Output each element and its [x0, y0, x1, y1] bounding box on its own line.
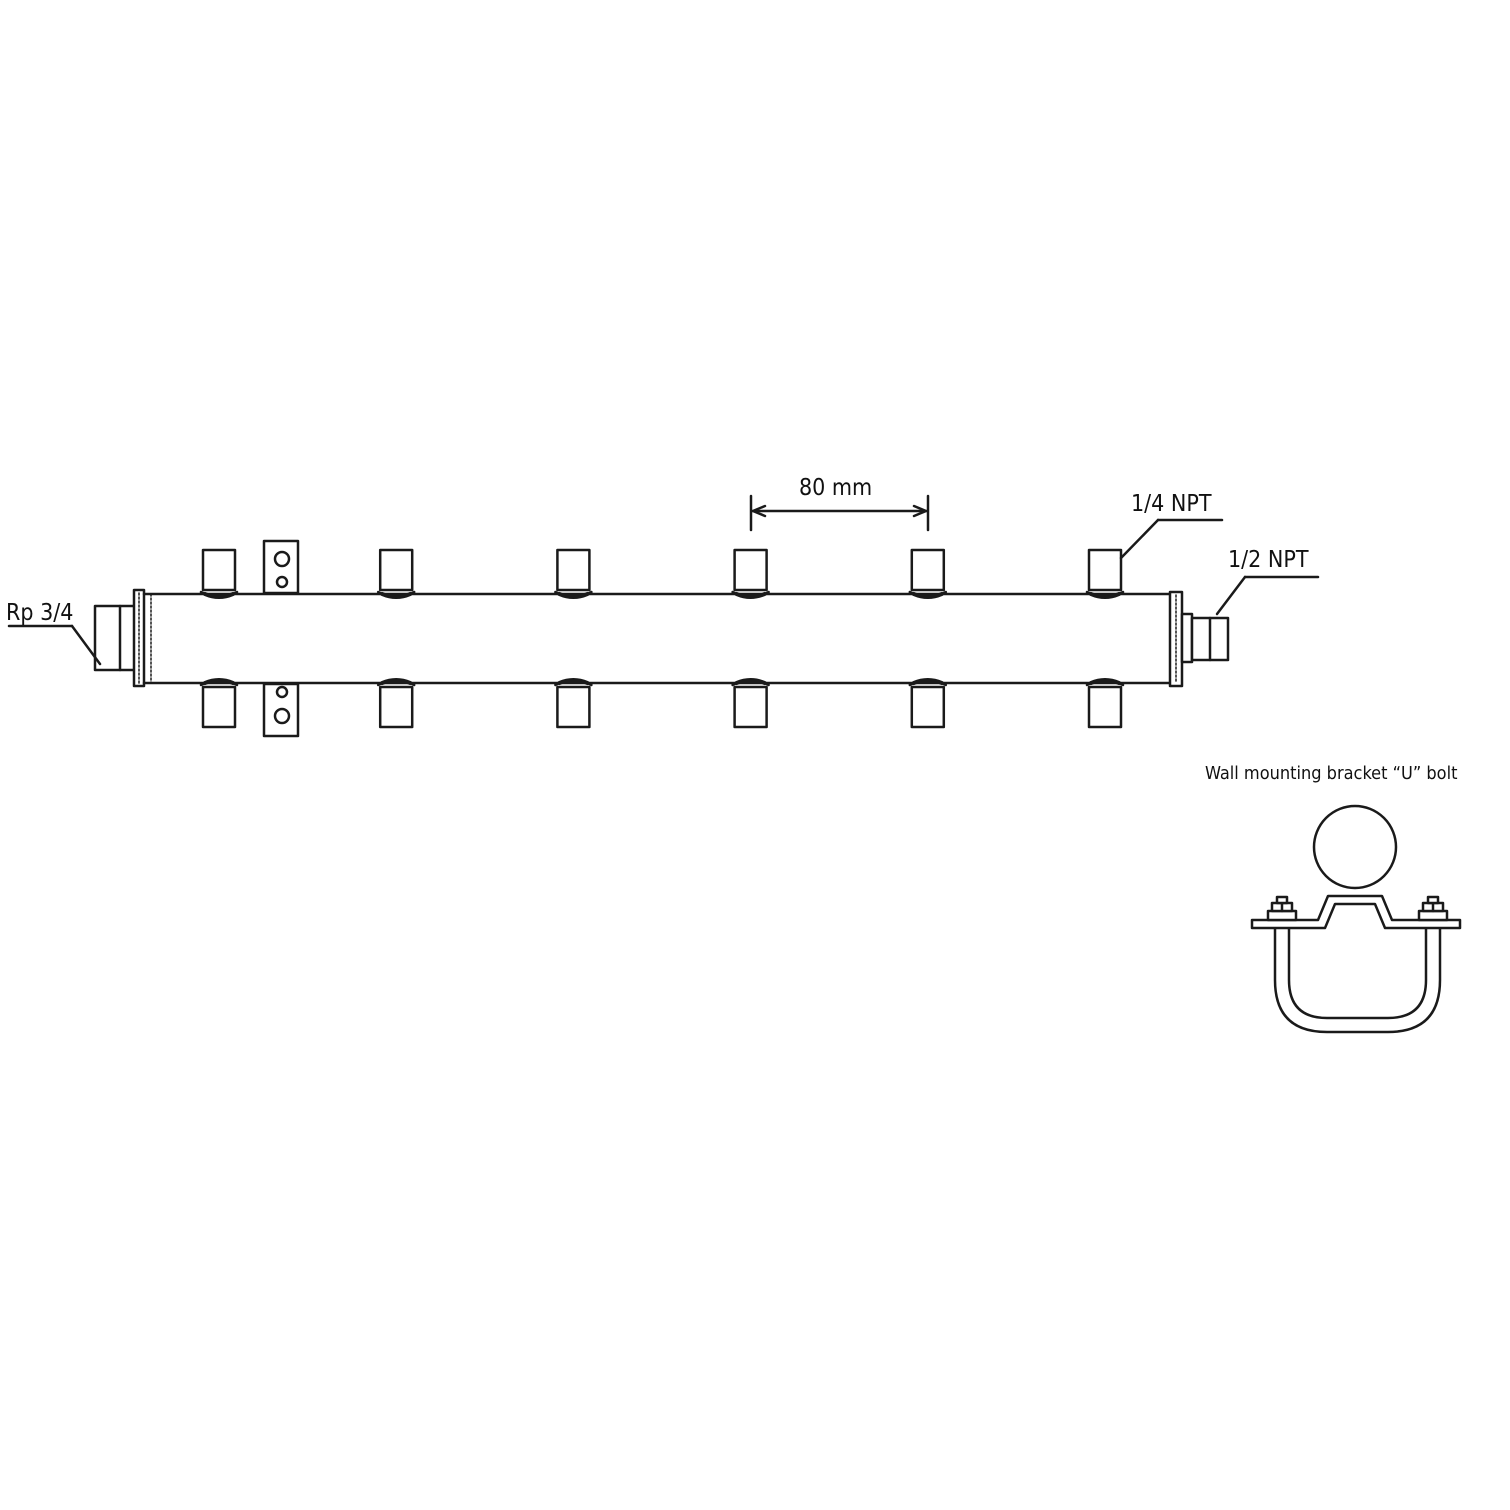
spacing-label: 80 mm	[799, 475, 873, 501]
manifold-pipe	[142, 590, 1184, 688]
right-nut	[1417, 895, 1449, 922]
port-bottom-3	[554, 678, 593, 729]
port-bottom-1	[199, 678, 239, 729]
inlet-thread-label: Rp 3/4	[6, 600, 74, 626]
u-bolt	[1273, 925, 1442, 1034]
outlet-thread-label: 1/2 NPT	[1228, 547, 1309, 573]
port-top-4	[731, 548, 770, 599]
port-top-2	[376, 548, 416, 599]
left-nut	[1266, 895, 1298, 922]
port-top-1	[199, 548, 239, 599]
inlet-leader-diagonal	[70, 624, 102, 666]
port-leader	[1119, 518, 1160, 560]
port-top-6	[1085, 548, 1125, 599]
u-bolt-bracket	[1250, 804, 1462, 1034]
bracket-pipe-section	[1312, 804, 1398, 890]
bracket-title: Wall mounting bracket “U” bolt	[1205, 763, 1458, 784]
port-bottom-6	[1085, 678, 1125, 729]
port-bottom-2	[376, 678, 416, 729]
port-top-5	[908, 548, 948, 599]
spacing-dimension	[749, 494, 930, 532]
outlet-nipple	[1180, 612, 1230, 664]
port-top-3	[554, 548, 593, 599]
port-bottom-5	[908, 678, 948, 729]
inlet-nipple	[93, 588, 146, 688]
outlet-leader	[1215, 575, 1247, 616]
bracket-strap	[1250, 894, 1462, 930]
ports-group	[199, 548, 1125, 729]
mounting-plate	[262, 539, 300, 738]
port-bottom-4	[731, 678, 770, 729]
port-thread-label: 1/4 NPT	[1131, 491, 1212, 517]
